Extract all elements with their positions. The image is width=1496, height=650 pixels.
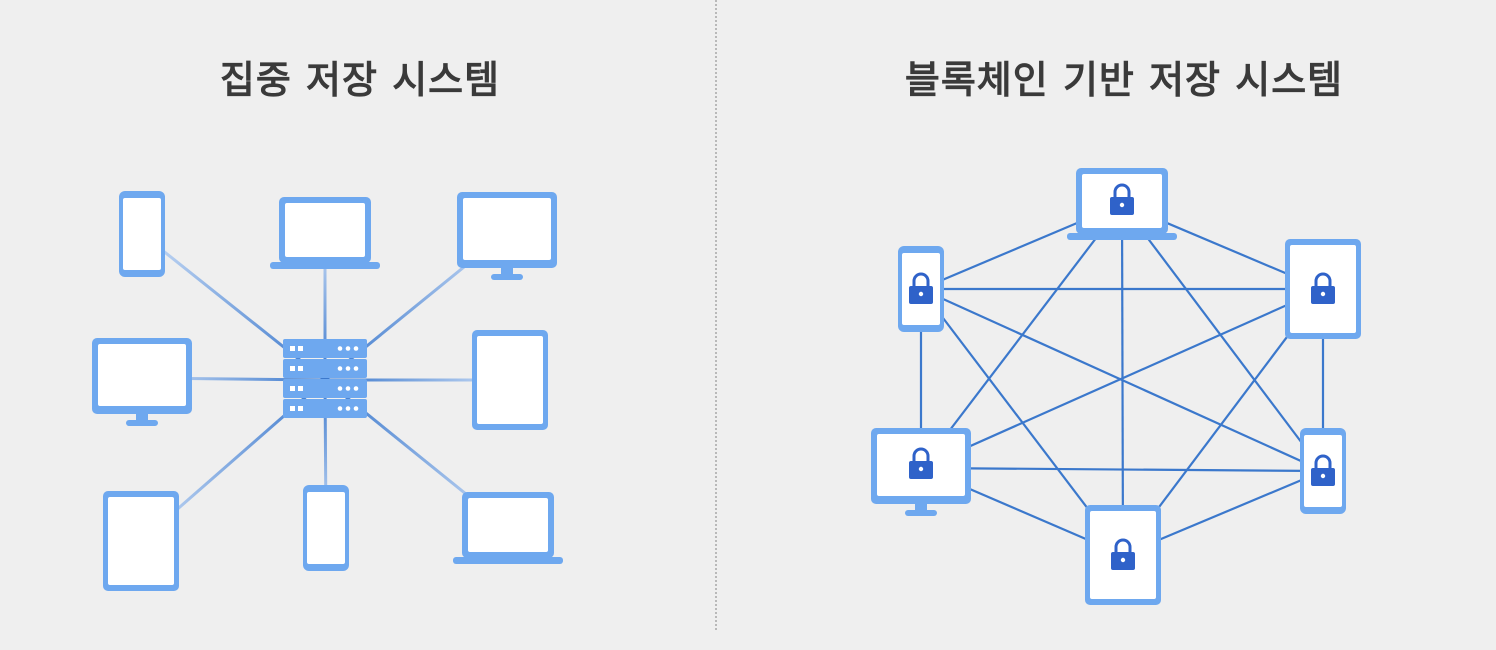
- monitor-icon: [457, 192, 557, 280]
- phone-lock-icon: [1300, 428, 1346, 514]
- panel-divider: [715, 0, 717, 630]
- blockchain-links: [919, 202, 1325, 557]
- monitor-icon: [92, 338, 192, 426]
- laptop-icon: [270, 197, 380, 269]
- mesh-link: [920, 287, 1324, 470]
- lock-icon: [1110, 183, 1134, 215]
- phone-lock-icon: [898, 246, 944, 332]
- central-server-icon: [283, 339, 367, 418]
- laptop-lock-icon: [1067, 168, 1177, 240]
- mesh-link: [920, 466, 1324, 473]
- phone-icon: [303, 485, 349, 571]
- blockchain-nodes: [871, 168, 1361, 605]
- lock-icon: [1311, 272, 1335, 304]
- phone-icon: [119, 191, 165, 277]
- blockchain-storage-title: 블록체인 기반 저장 시스템: [904, 58, 1344, 102]
- tablet-lock-icon: [1285, 239, 1361, 339]
- server-rack-unit: [283, 359, 367, 378]
- tablet-icon: [103, 491, 179, 591]
- monitor-lock-icon: [871, 428, 971, 516]
- mesh-link: [920, 203, 1123, 469]
- lock-icon: [909, 272, 933, 304]
- server-rack-unit: [283, 379, 367, 398]
- server-rack-unit: [283, 339, 367, 358]
- lock-icon: [1111, 538, 1135, 570]
- centralized-storage-title: 집중 저장 시스템: [219, 58, 501, 102]
- lock-icon: [909, 447, 933, 479]
- tablet-icon: [472, 330, 548, 430]
- laptop-icon: [453, 492, 563, 564]
- mesh-link: [920, 287, 1324, 473]
- centralized-devices: [92, 191, 563, 591]
- tablet-lock-icon: [1085, 505, 1161, 605]
- server-rack-unit: [283, 399, 367, 418]
- lock-icon: [1311, 454, 1335, 486]
- mesh-link: [1121, 203, 1324, 472]
